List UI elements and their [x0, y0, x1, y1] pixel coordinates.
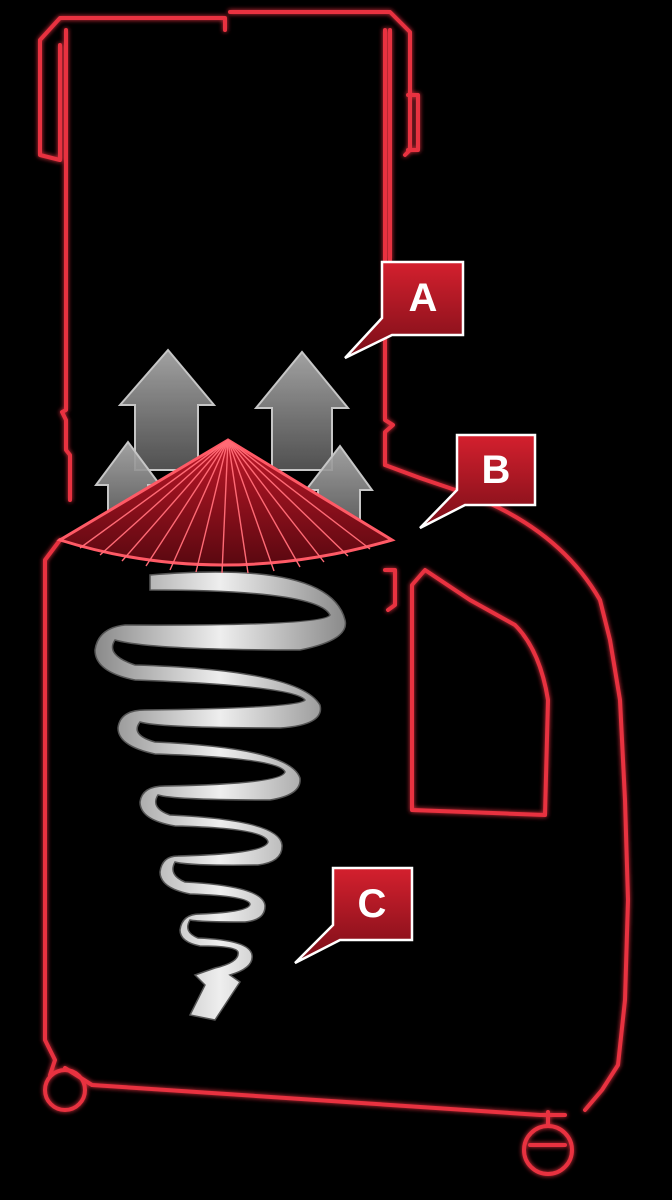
motor-housing-outline — [410, 568, 550, 817]
callout-a-box — [344, 260, 465, 360]
callout-b-label: B — [482, 448, 511, 492]
cone-icon — [56, 438, 396, 574]
cyclone-spiral-icon — [94, 571, 347, 1021]
handle-outline — [406, 93, 420, 152]
drum-base-outline — [63, 1066, 567, 1117]
callout-a: A — [344, 260, 465, 360]
cone-ribs — [79, 439, 371, 574]
inlet-port-outline — [383, 568, 397, 612]
callout-c-label: C — [358, 882, 387, 926]
caster-mount-outline — [528, 1110, 567, 1147]
callout-c: C — [294, 866, 414, 965]
inlet-duct-outline — [383, 463, 630, 1112]
callout-b: B — [419, 433, 537, 530]
caster-wheel-icon — [43, 1068, 87, 1112]
filter-housing-left-wall — [60, 28, 72, 502]
cyclone-spiral-band — [94, 571, 347, 1021]
filter-housing-outline — [38, 10, 412, 262]
collection-drum-outline — [43, 538, 62, 1077]
callout-c-box — [294, 866, 414, 965]
machine-outline — [38, 10, 630, 1176]
callout-a-label: A — [409, 276, 438, 320]
callout-b-box — [419, 433, 537, 530]
caster-wheel-icon — [522, 1124, 574, 1176]
